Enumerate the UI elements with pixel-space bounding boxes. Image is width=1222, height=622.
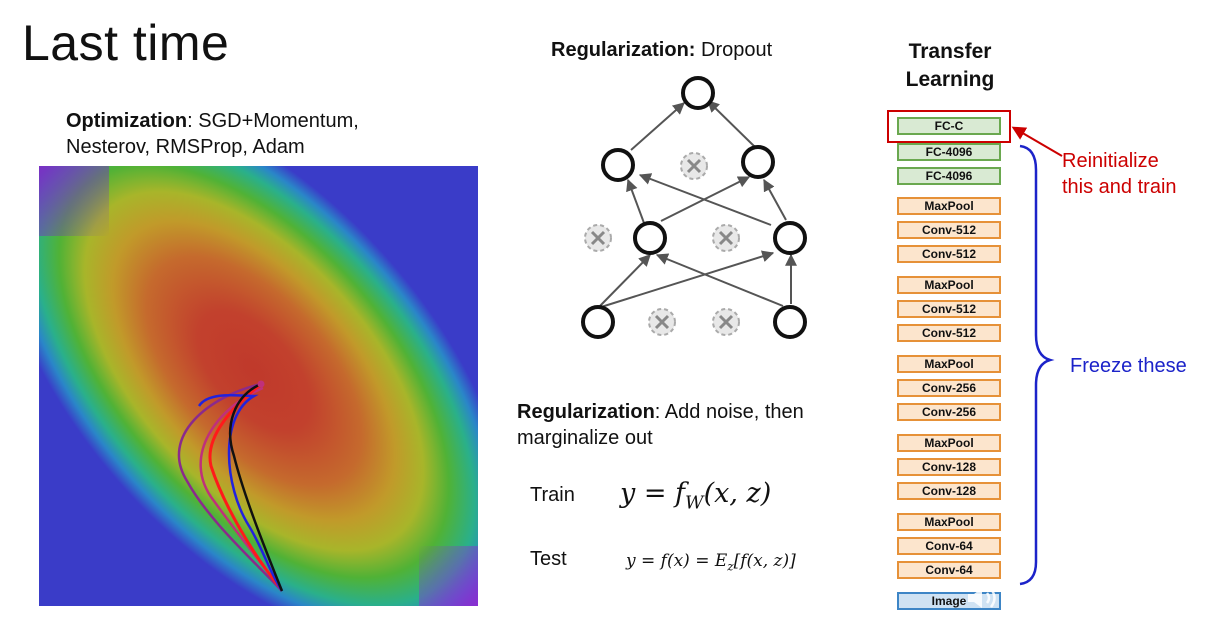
input-neuron-4: [773, 305, 807, 339]
transfer-title-line1: Transfer: [908, 40, 992, 63]
hidden2-neuron-3: [741, 145, 775, 179]
layer-conv-256: Conv-256: [897, 403, 1001, 421]
layer-conv-512: Conv-512: [897, 324, 1001, 342]
hidden1-neuron-4: [773, 221, 807, 255]
fc-c-highlight-box: [887, 110, 1011, 143]
layer-fc-4096: FC-4096: [897, 167, 1001, 185]
transfer-title-line2: Learning: [905, 68, 995, 91]
optimization-text: : SGD+Momentum, Nesterov, RMSProp, Adam: [66, 110, 359, 158]
layer-conv-64: Conv-64: [897, 537, 1001, 555]
train-equation-subscript: W: [685, 492, 704, 514]
test-label: Test: [530, 548, 567, 570]
dropout-caption: Regularization: Dropout: [551, 37, 772, 63]
freeze-brace: [1019, 144, 1055, 586]
loss-landscape-plot: [39, 166, 478, 606]
reinit-line1: Reinitialize: [1062, 150, 1159, 172]
dropout-text: Dropout: [695, 39, 773, 61]
layer-maxpool: MaxPool: [897, 513, 1001, 531]
layer-conv-512: Conv-512: [897, 300, 1001, 318]
test-equation-tail: [f(x, z)]: [733, 551, 796, 571]
hidden1-neuron-2: [633, 221, 667, 255]
layer-conv-512: Conv-512: [897, 221, 1001, 239]
layer-fc-c: FC-C: [897, 117, 1001, 135]
layer-conv-256: Conv-256: [897, 379, 1001, 397]
train-equation: y = fW(x, z): [620, 478, 771, 513]
layer-maxpool: MaxPool: [897, 434, 1001, 452]
layer-conv-512: Conv-512: [897, 245, 1001, 263]
trajectory-black: [229, 382, 284, 592]
input-neuron-1: [581, 305, 615, 339]
layer-maxpool: MaxPool: [897, 197, 1001, 215]
noise-label: Regularization: [517, 401, 655, 423]
sound-icon: [968, 588, 996, 608]
x-circle-icon: [712, 308, 740, 336]
dropout-label: Regularization:: [551, 39, 696, 61]
reinitialize-text: Reinitialize this and train: [1062, 148, 1177, 200]
reinit-line2: this and train: [1062, 176, 1177, 198]
annotation-overlay: [1011, 126, 1063, 586]
reinit-arrow: [1011, 126, 1063, 157]
dropout-network-diagram: [581, 76, 807, 339]
layer-conv-64: Conv-64: [897, 561, 1001, 579]
optimization-label: Optimization: [66, 110, 188, 132]
layer-maxpool: MaxPool: [897, 355, 1001, 373]
transfer-learning-title: Transfer Learning: [885, 38, 1015, 94]
freeze-these-text: Freeze these: [1070, 355, 1187, 377]
train-equation-args: (x, z): [703, 478, 772, 509]
test-equation-subscript: z: [727, 559, 734, 574]
x-circle-icon: [648, 308, 676, 336]
layer-conv-128: Conv-128: [897, 482, 1001, 500]
x-circle-icon: [680, 152, 708, 180]
test-equation: y = f(x) = Ez[f(x, z)]: [626, 551, 796, 573]
output-neuron: [681, 76, 715, 110]
train-equation-main: y = f: [620, 478, 686, 509]
x-circle-icon: [712, 224, 740, 252]
trajectory-blue: [197, 393, 284, 592]
slide-title: Last time: [22, 15, 230, 71]
layer-conv-128: Conv-128: [897, 458, 1001, 476]
vgg-layer-stack: FC-C FC-4096 FC-4096 MaxPool Conv-512 Co…: [897, 117, 1001, 617]
noise-caption: Regularization: Add noise, then marginal…: [517, 399, 887, 451]
optimization-caption: Optimization: SGD+Momentum, Nesterov, RM…: [66, 108, 446, 160]
layer-fc-4096: FC-4096: [897, 143, 1001, 161]
layer-maxpool: MaxPool: [897, 276, 1001, 294]
landscape-corner-bottom-right: [419, 546, 478, 606]
test-equation-main: y = f(x) = E: [626, 551, 728, 571]
noise-text: : Add noise, then marginalize out: [517, 401, 804, 449]
x-circle-icon: [584, 224, 612, 252]
hidden2-neuron-1: [601, 148, 635, 182]
train-label: Train: [530, 484, 575, 506]
trajectory-purple: [177, 382, 283, 592]
trajectory-start-point: [257, 380, 265, 388]
landscape-corner-top-left: [39, 166, 109, 236]
